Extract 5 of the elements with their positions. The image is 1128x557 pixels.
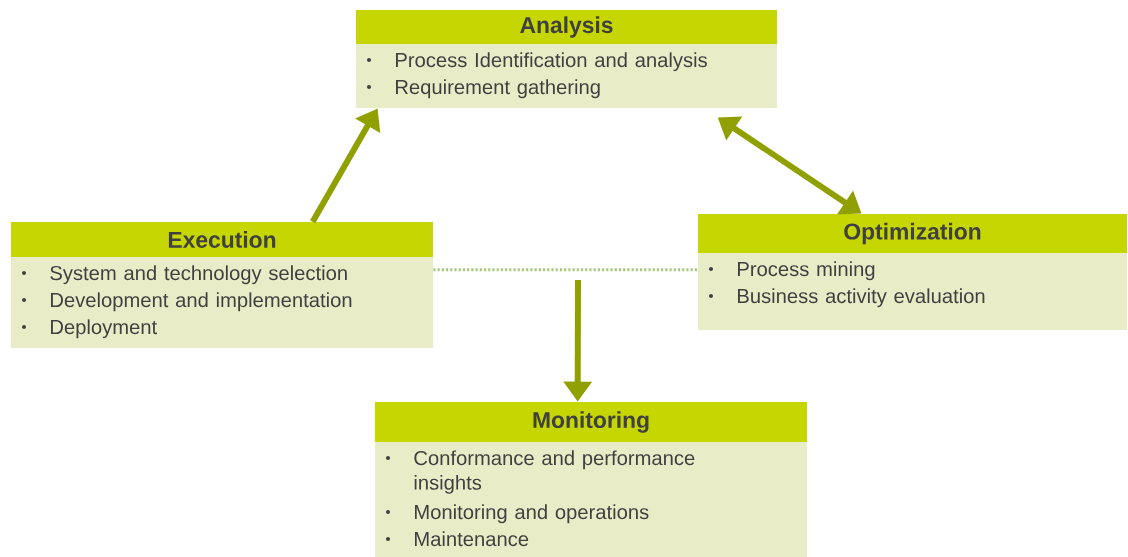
process-box: Analysis Process Identification and analysis Requirement gathering [356,10,777,108]
process-box: Monitoring Conformance and performance insights Monitoring and operations Maintenance [375,402,807,557]
process-box: Optimization Process mining Business activity evaluation [698,214,1127,330]
process-box: Execution System and technology selection Development and implementation Deployment [11,222,433,348]
dotted-line [433,268,698,272]
